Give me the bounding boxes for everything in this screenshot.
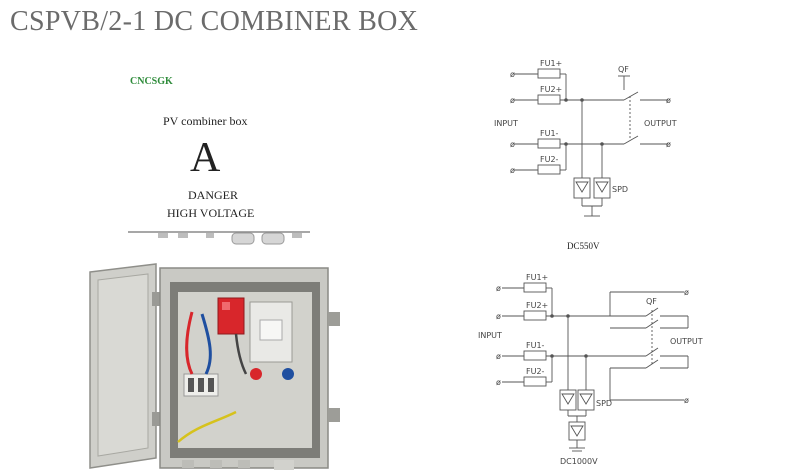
diagram-caption-dc550v: DC550V [567,241,600,251]
terminal-symbol: ø [510,96,515,105]
fuse-label-fu1m: FU1- [526,341,545,350]
output-label: OUTPUT [670,337,703,346]
fuse-label-fu2p: FU2+ [526,301,548,310]
fuse-label-fu2m: FU2- [526,367,545,376]
input-label: INPUT [478,331,502,340]
label-symbol: A [190,135,221,181]
spd-label: SPD [612,185,628,194]
input-label: INPUT [494,119,518,128]
qf-label: QF [618,65,629,74]
fuse-label-fu2m: FU2- [540,155,559,164]
brand-logo-text: CNCSGK [130,76,173,87]
terminal-symbol: ø [684,288,689,297]
terminal-symbol: ø [666,96,671,105]
terminal-symbol: ø [496,312,501,321]
terminal-symbol: ø [510,140,515,149]
spd-label: SPD [596,399,612,408]
qf-label: QF [646,297,657,306]
combiner-box-photo [89,263,340,470]
wiring-diagram-dc550v: ø ø ø ø ø ø FU1+ FU2+ FU1- FU2- QF SPD I… [494,59,677,217]
diagram-caption-dc1000v: DC1000V [560,457,598,466]
terminal-symbol: ø [510,70,515,79]
terminal-symbol: ø [496,378,501,387]
enclosure-bottom-strip [128,231,310,245]
terminal-symbol: ø [510,166,515,175]
terminal-symbol: ø [496,284,501,293]
terminal-symbol: ø [496,352,501,361]
terminal-symbol: ø [684,396,689,405]
fuse-label-fu2p: FU2+ [540,85,562,94]
high-voltage-label: HIGH VOLTAGE [167,206,255,220]
product-label: PV combiner box [163,114,248,128]
fuse-label-fu1p: FU1+ [526,273,548,282]
wiring-diagram-dc1000v: ø ø ø ø ø ø FU1+ FU2+ FU1- FU2- QF SPD I… [478,273,703,466]
terminal-symbol: ø [666,140,671,149]
output-label: OUTPUT [644,119,677,128]
page-title: CSPVB/2-1 DC COMBINER BOX [10,6,419,37]
fuse-label-fu1m: FU1- [540,129,559,138]
fuse-label-fu1p: FU1+ [540,59,562,68]
danger-label: DANGER [188,188,238,202]
